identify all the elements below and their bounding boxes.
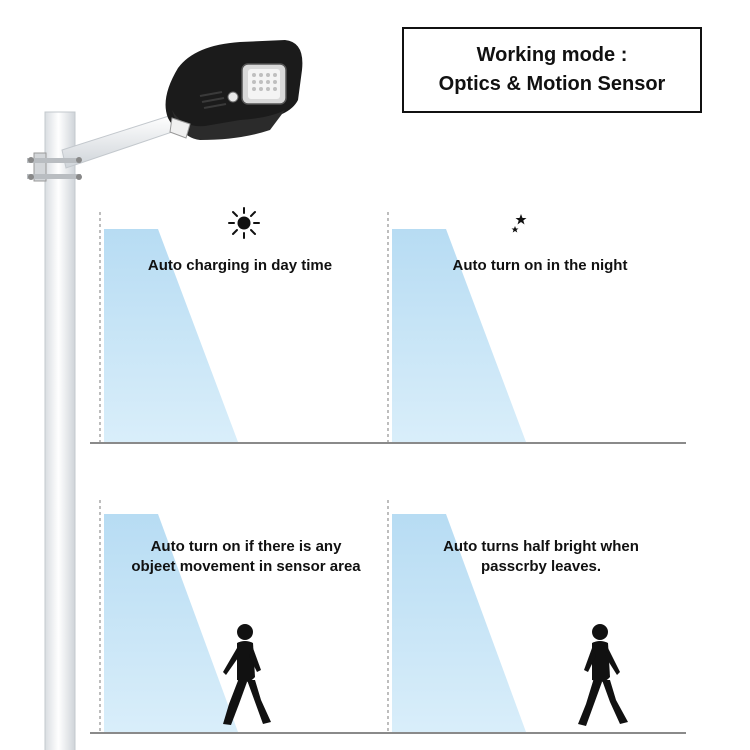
caption-line: passcrby leaves. bbox=[480, 558, 602, 575]
beam-panel-1 bbox=[104, 229, 238, 442]
beam-panel-2 bbox=[392, 229, 526, 442]
caption-line: Auto turns half bright when bbox=[443, 538, 639, 555]
title-line-2: Optics & Motion Sensor bbox=[438, 73, 666, 95]
caption-line: Auto turn on in the night bbox=[452, 257, 628, 274]
dashed-dividers bbox=[99, 212, 389, 732]
caption-panel-4: Auto turns half bright when passcrby lea… bbox=[400, 537, 682, 577]
caption-line: Auto turn on if there is any bbox=[150, 538, 342, 555]
walking-person-icon bbox=[223, 624, 271, 725]
ground-lines bbox=[90, 442, 686, 734]
caption-panel-2: Auto turn on in the night bbox=[400, 256, 680, 276]
working-mode-title-box: Working mode : Optics & Motion Sensor bbox=[402, 27, 702, 113]
sun-icon bbox=[228, 207, 260, 239]
moon-stars-icon bbox=[511, 212, 542, 234]
title-line-1: Working mode : bbox=[476, 44, 628, 66]
walking-person-icon bbox=[578, 624, 628, 726]
street-pole bbox=[27, 111, 179, 750]
caption-line: objeet movement in sensor area bbox=[131, 558, 361, 575]
light-beams bbox=[104, 229, 526, 732]
caption-panel-1: Auto charging in day time bbox=[110, 256, 370, 276]
caption-panel-3: Auto turn on if there is any objeet move… bbox=[106, 537, 386, 577]
beam-panel-4 bbox=[392, 514, 526, 732]
caption-line: Auto charging in day time bbox=[147, 257, 333, 274]
lamp-head bbox=[165, 40, 303, 140]
beam-panel-3 bbox=[104, 514, 238, 732]
